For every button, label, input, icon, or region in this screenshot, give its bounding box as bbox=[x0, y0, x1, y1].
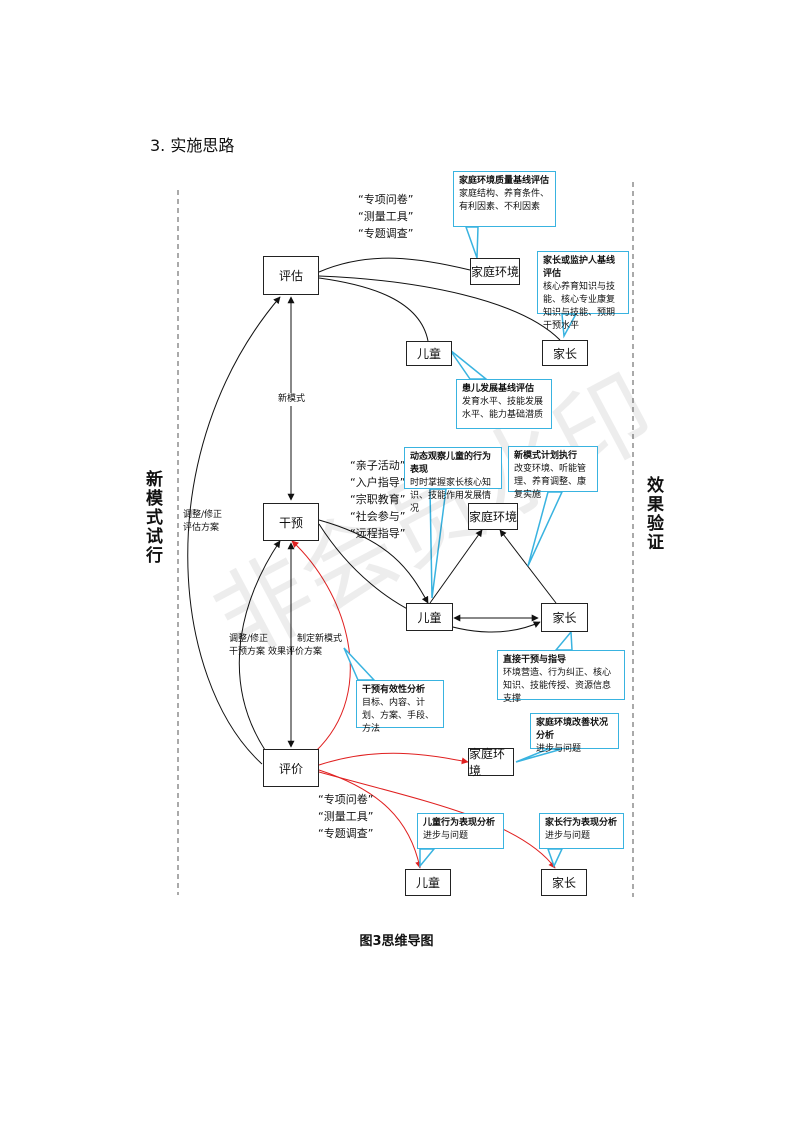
direct-guide-pointer bbox=[554, 630, 573, 651]
callout-title: 儿童行为表现分析 bbox=[423, 818, 496, 828]
quote-item: “专项问卷” bbox=[358, 193, 414, 206]
parent-behavior-pointer bbox=[546, 848, 564, 868]
quote-item: “亲子活动” bbox=[350, 459, 406, 472]
child-node-top: 儿童 bbox=[406, 341, 452, 366]
child-behavior-callout: 儿童行为表现分析 进步与问题 bbox=[417, 813, 504, 849]
adjust-int-line2: 干预方案 bbox=[229, 647, 266, 657]
evaluate-node: 评价 bbox=[263, 749, 319, 787]
direct-guide-callout: 直接干预与指导 环境营造、行为纠正、核心知识、技能传授、资源信息支撑 bbox=[497, 650, 625, 704]
new-mode-exec-callout: 新模式计划执行 改变环境、听能管理、养育调整、康复实施 bbox=[508, 446, 598, 500]
parent-behavior-callout: 家长行为表现分析 进步与问题 bbox=[539, 813, 624, 849]
quote-item: “专题调查” bbox=[358, 227, 414, 240]
family-env-node-bottom: 家庭环境 bbox=[468, 747, 514, 778]
callout-body: 改变环境、听能管理、养育调整、康复实施 bbox=[514, 464, 587, 500]
quote-item: “测量工具” bbox=[318, 810, 374, 823]
section-heading: 3. 实施思路 bbox=[150, 136, 235, 155]
family-env-node-mid: 家庭环境 bbox=[468, 503, 518, 530]
quotes-mid: “亲子活动” “入户指导” “宗职教育” “社会参与” “远程指导” bbox=[350, 457, 405, 542]
parent-node-mid: 家长 bbox=[541, 603, 588, 632]
new-mode-pointer bbox=[527, 491, 564, 567]
evaluate-to-intervene-arrow bbox=[238, 540, 281, 751]
evaluate-to-intervene-red-arrow bbox=[291, 540, 351, 753]
quote-item: “社会参与” bbox=[350, 510, 406, 523]
evaluate-to-assess-arrow bbox=[187, 296, 281, 765]
figure-caption: 图3思维导图 bbox=[359, 934, 434, 949]
quote-item: “远程指导” bbox=[350, 527, 406, 540]
assess-to-parent-line bbox=[318, 275, 561, 341]
adjust-int-line1: 调整/修正 bbox=[229, 634, 269, 644]
family-assess-pointer bbox=[464, 226, 479, 259]
evaluate-to-family-red-arrow bbox=[318, 752, 469, 766]
callout-title: 家长行为表现分析 bbox=[545, 818, 618, 828]
callout-title: 家庭环境改善状况分析 bbox=[536, 718, 609, 741]
adjust-eval-line2: 评估方案 bbox=[183, 523, 220, 533]
dynamic-obs-callout: 动态观察儿童的行为表现 时时掌握家长核心知识、技能作用发展情况 bbox=[404, 447, 502, 514]
family-assess-callout: 家庭环境质量基线评估 家庭结构、养育条件、有利因素、不利因素 bbox=[453, 171, 556, 227]
assess-to-child-line bbox=[318, 277, 429, 342]
quotes-top: “专项问卷” “测量工具” “专题调查” bbox=[358, 191, 413, 242]
callout-title: 家长或监护人基线评估 bbox=[543, 256, 616, 279]
family-env-node-top: 家庭环境 bbox=[470, 258, 520, 285]
child-assess-callout: 患儿发展基线评估 发育水平、技能发展水平、能力基础潜质 bbox=[456, 379, 552, 429]
assess-to-family-line bbox=[318, 257, 471, 273]
callout-title: 新模式计划执行 bbox=[514, 451, 578, 461]
quote-item: “专项问卷” bbox=[318, 793, 374, 806]
parent-family-arrow bbox=[499, 529, 557, 604]
quotes-bottom: “专项问卷” “测量工具” “专题调查” bbox=[318, 791, 373, 842]
quote-item: “宗职教育” bbox=[350, 493, 406, 506]
callout-body: 时时掌握家长核心知识、技能作用发展情况 bbox=[410, 478, 492, 514]
evaluate-to-parent-red-arrow bbox=[318, 771, 556, 869]
child-family-arrow bbox=[429, 529, 483, 604]
callout-title: 直接干预与指导 bbox=[503, 655, 567, 665]
make-new-label: 制定新模式 效果评价方案 bbox=[268, 633, 342, 659]
intervene-node: 干预 bbox=[263, 503, 319, 541]
assess-node: 评估 bbox=[263, 256, 319, 295]
guardian-assess-pointer bbox=[561, 313, 578, 339]
intervention-analysis-callout: 干预有效性分析 目标、内容、计划、方案、手段、方法 bbox=[356, 680, 444, 734]
intervention-pointer bbox=[343, 647, 376, 681]
right-side-label: 效果验证 bbox=[643, 476, 663, 552]
callout-title: 患儿发展基线评估 bbox=[462, 384, 535, 394]
callout-body: 目标、内容、计划、方案、手段、方法 bbox=[362, 698, 435, 734]
callout-body: 进步与问题 bbox=[545, 831, 591, 841]
left-side-label: 新模式试行 bbox=[142, 470, 162, 565]
family-change-callout: 家庭环境改善状况分析 进步与问题 bbox=[530, 713, 619, 754]
guardian-assess-callout: 家长或监护人基线评估 核心养育知识与技能、核心专业康复知识与技能、预期干预水平 bbox=[537, 251, 629, 331]
adjust-intervene-label: 调整/修正 干预方案 bbox=[229, 633, 268, 659]
callout-body: 核心养育知识与技能、核心专业康复知识与技能、预期干预水平 bbox=[543, 282, 616, 331]
child-node-bottom: 儿童 bbox=[405, 869, 451, 896]
callout-title: 动态观察儿童的行为表现 bbox=[410, 452, 492, 475]
child-node-mid: 儿童 bbox=[406, 603, 453, 631]
quote-item: “测量工具” bbox=[358, 210, 414, 223]
parent-node-top: 家长 bbox=[542, 340, 588, 366]
callout-body: 家庭结构、养育条件、有利因素、不利因素 bbox=[459, 189, 550, 212]
intervene-to-child-arrow bbox=[318, 519, 429, 604]
make-new-line2: 效果评价方案 bbox=[268, 647, 323, 657]
adjust-eval-line1: 调整/修正 bbox=[183, 510, 223, 520]
callout-title: 家庭环境质量基线评估 bbox=[459, 176, 550, 186]
quote-item: “入户指导” bbox=[350, 476, 406, 489]
callout-body: 环境营造、行为纠正、核心知识、技能传授、资源信息支撑 bbox=[503, 668, 612, 704]
callout-body: 发育水平、技能发展水平、能力基础潜质 bbox=[462, 397, 544, 420]
callout-body: 进步与问题 bbox=[423, 831, 469, 841]
parent-node-bottom: 家长 bbox=[541, 869, 587, 896]
callout-title: 干预有效性分析 bbox=[362, 685, 426, 695]
new-mode-label: 新模式 bbox=[278, 393, 306, 406]
quote-item: “专题调查” bbox=[318, 827, 374, 840]
child-assess-pointer bbox=[449, 349, 489, 380]
adjust-eval-label: 调整/修正 评估方案 bbox=[183, 509, 222, 535]
dynamic-obs-pointer bbox=[429, 488, 447, 599]
child-behavior-pointer bbox=[419, 848, 436, 869]
callout-body: 进步与问题 bbox=[536, 744, 582, 754]
family-change-pointer bbox=[515, 748, 563, 763]
make-new-line1: 制定新模式 bbox=[297, 634, 343, 644]
